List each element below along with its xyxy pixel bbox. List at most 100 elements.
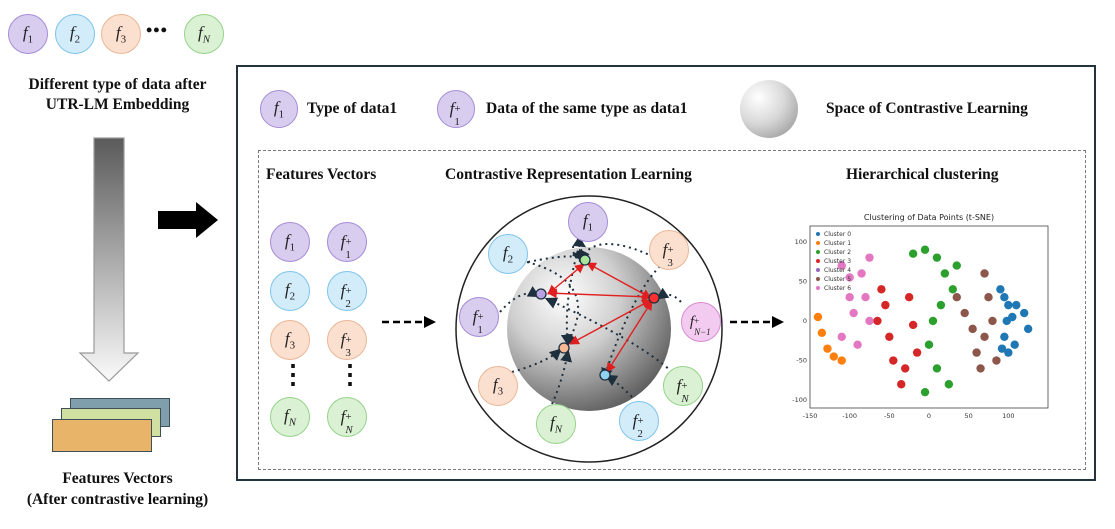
point-blue xyxy=(599,369,611,381)
point-cluster-2-10 xyxy=(920,387,930,397)
point-cluster-2-5 xyxy=(936,300,946,310)
point-cluster-6-5 xyxy=(853,340,862,349)
point-cluster-6-4 xyxy=(837,332,846,341)
point-cluster-0-6 xyxy=(1004,348,1013,357)
cl-f1: f1 xyxy=(568,202,608,242)
red-contrast-arrows xyxy=(547,262,653,373)
f1-label: f1 xyxy=(22,22,34,46)
point-cluster-1-2 xyxy=(823,344,832,353)
point-cluster-5-2 xyxy=(968,324,977,334)
dashed-arrow-1 xyxy=(382,316,436,328)
cl-f3: f3 xyxy=(478,366,518,406)
legend-item1-label: Type of data1 xyxy=(307,100,398,117)
stack-layer-front xyxy=(52,419,152,452)
point-cluster-6-6 xyxy=(865,253,874,262)
point-cluster-0-2 xyxy=(1004,300,1013,310)
point-cluster-0-10 xyxy=(1023,324,1033,334)
fv-f3-label: f3 xyxy=(284,328,296,352)
legend-marker-4 xyxy=(816,268,820,272)
fv-fNplus: f+N xyxy=(327,397,367,437)
point-cluster-5-9 xyxy=(976,364,985,373)
point-cluster-2-8 xyxy=(932,364,942,373)
point-cluster-6-0 xyxy=(837,261,846,270)
legend-label-4: Cluster 4 xyxy=(824,267,851,274)
point-cluster-3-8 xyxy=(912,348,922,357)
legend-item2-label: Data of the same type as data1 xyxy=(486,100,688,117)
y-tick-label-2: 0 xyxy=(803,317,807,325)
fv-f1-label: f1 xyxy=(284,230,296,254)
legend-label-2: Cluster 2 xyxy=(824,249,851,256)
point-cluster-0-9 xyxy=(1020,308,1029,318)
f1-circle-top: f1 xyxy=(8,14,48,54)
cl-f3plus: f+3 xyxy=(649,230,689,270)
legend-marker-5 xyxy=(816,277,820,281)
point-cluster-6-8 xyxy=(861,293,870,302)
point-cluster-6-7 xyxy=(857,269,866,278)
point-cluster-3-9 xyxy=(897,380,906,389)
f3-label: f3 xyxy=(115,22,127,46)
cl-f1plus-label: f+1 xyxy=(472,307,484,336)
y-tick-label-0: -100 xyxy=(792,396,807,404)
y-tick-label-3: 50 xyxy=(799,277,807,285)
ellipsis: ••• xyxy=(146,20,168,40)
point-cluster-2-6 xyxy=(928,316,938,326)
legend-item3-label: Space of Contrastive Learning xyxy=(826,100,1028,117)
x-tick-label-4: 50 xyxy=(965,412,973,420)
point-cluster-3-2 xyxy=(873,316,882,326)
point-cluster-6-3 xyxy=(849,308,858,318)
chart-marks xyxy=(813,245,1033,397)
point-cluster-1-1 xyxy=(817,328,827,338)
point-cluster-3-6 xyxy=(904,293,914,302)
point-cluster-3-4 xyxy=(889,356,898,365)
point-green xyxy=(579,254,591,266)
point-cluster-3-1 xyxy=(881,300,890,310)
point-cluster-1-4 xyxy=(837,356,846,365)
left-bottom-line1: Features Vectors xyxy=(62,470,173,487)
cl-f1plus: f+1 xyxy=(459,297,499,337)
point-cluster-3-3 xyxy=(885,332,894,341)
point-cluster-0-7 xyxy=(1012,300,1021,310)
section-features-title: Features Vectors xyxy=(266,166,377,183)
feature-stack xyxy=(52,398,172,453)
fv-fNplus-label: f+N xyxy=(340,407,353,436)
contrastive-sphere xyxy=(507,247,671,411)
point-cluster-5-1 xyxy=(960,308,969,318)
x-tick-label-2: -50 xyxy=(884,412,895,420)
legend-marker-2 xyxy=(816,250,820,254)
f2-label: f2 xyxy=(69,22,81,46)
left-title-line2: UTR-LM Embedding xyxy=(45,96,190,113)
point-cluster-2-9 xyxy=(944,380,954,389)
point-cluster-2-1 xyxy=(920,245,930,254)
point-cluster-0-8 xyxy=(1008,312,1017,322)
f2-circle-top: f2 xyxy=(55,14,95,54)
point-cluster-2-11 xyxy=(952,261,961,270)
point-cluster-1-0 xyxy=(813,312,823,322)
point-cluster-2-3 xyxy=(940,269,950,278)
fv-f3plus: f+3 xyxy=(327,320,367,360)
point-cluster-6-1 xyxy=(845,273,854,282)
left-bottom-line2: (After contrastive learning) xyxy=(26,491,209,508)
point-cluster-2-2 xyxy=(932,253,942,262)
y-tick-label-1: -50 xyxy=(796,357,807,365)
legend-marker-1 xyxy=(816,241,820,245)
point-cluster-0-11 xyxy=(1010,340,1019,349)
x-tick-label-1: -100 xyxy=(842,412,857,420)
legend-label-3: Cluster 3 xyxy=(824,258,851,265)
point-cluster-5-4 xyxy=(980,269,989,278)
point-cluster-0-0 xyxy=(996,285,1005,294)
point-cluster-6-2 xyxy=(845,293,854,302)
legend-label-5: Cluster 5 xyxy=(824,276,851,283)
down-arrow xyxy=(78,137,140,382)
point-orange xyxy=(558,342,570,354)
f3-circle-top: f3 xyxy=(101,14,141,54)
cl-f2-label: f2 xyxy=(502,242,514,266)
point-cluster-5-6 xyxy=(988,316,997,326)
cl-f3plus-label: f+3 xyxy=(662,240,674,269)
point-cluster-3-0 xyxy=(877,285,886,294)
section-clustering-title: Hierarchical clustering xyxy=(846,166,999,183)
legend-label-1: Cluster 1 xyxy=(824,240,851,247)
legend-marker-6 xyxy=(816,286,820,290)
legend-f1plus-label: f+1 xyxy=(449,99,461,128)
fv-f2plus: f+2 xyxy=(327,271,367,311)
